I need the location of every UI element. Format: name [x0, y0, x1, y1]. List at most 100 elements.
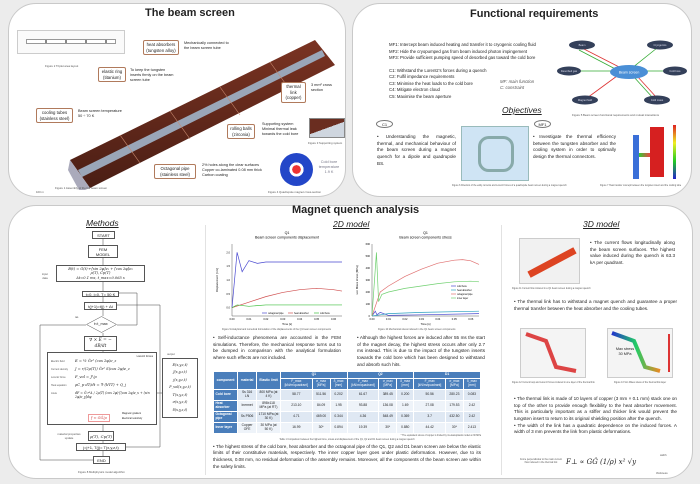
fig4-caption: Figure 4 Quadrupole magnet cross-section [268, 190, 322, 194]
bullet-icon: • [533, 134, 540, 139]
bullet-text: The width of the link has a quadratic de… [514, 422, 677, 435]
table-cell: 44.42 [413, 421, 446, 434]
flow-output-label: output [167, 352, 175, 356]
current-flow-figure [519, 238, 580, 284]
diagram-center-label: Beam screen [619, 71, 640, 75]
x-tick-label: 0.01 [386, 317, 392, 321]
objective-mf1-text: • Investigate the thermal efficiency bet… [533, 134, 616, 161]
note-heat-absorbers: Mechanically connected to the beam scree… [184, 41, 229, 50]
callout-cooling-tubes: cooling tubes (stainless steel) [36, 108, 73, 124]
y-tick-label: 300 [366, 278, 371, 282]
chart-subtitle: Beam screen components stress [399, 236, 452, 240]
x-tick-label: 0.00 [369, 317, 375, 321]
eq-label: Joule [51, 392, 57, 395]
series-line-heat-absorber [231, 287, 343, 309]
table-subheader: σ_max [MPa] [378, 378, 398, 391]
x-tick-label: 0.05 [314, 317, 320, 321]
fig9-caption: Figure 9 Analytical and numerical formul… [222, 328, 331, 331]
table-cell: 30* [445, 421, 464, 434]
table-group-header: D1 [413, 371, 481, 380]
bullet-icon: • [213, 335, 218, 340]
diagram-node: Cryogenics [654, 43, 668, 47]
fig3-caption: Figure 3 Supporting system [308, 141, 343, 145]
bullet-icon: • [357, 335, 360, 340]
x-tick-label: 0.04 [297, 317, 303, 321]
table-cell: 30* [378, 421, 398, 434]
table-subheader: F_max [kN/m/quadrant] [413, 378, 446, 391]
flow-condition-label: t<t_max [94, 322, 108, 326]
flow-start: START [92, 231, 115, 239]
table-subheader: F_max [kN/m/quadrant] [279, 378, 313, 391]
fig6-caption: Figure 6 Direction of the eddy currents … [452, 185, 567, 187]
bullet-icon: • [377, 134, 386, 139]
table-cell: 0.083 [462, 389, 482, 402]
table-cell: 61.67 [346, 389, 380, 402]
abbreviation-legend: MF: main function C: constraint [500, 79, 534, 91]
flow-init: t=0, j=0, T= 50 K [82, 291, 119, 297]
x-tick-label: 0.02 [263, 317, 269, 321]
table-header: component [212, 371, 239, 391]
legend-background [450, 295, 477, 300]
table-cell: 898±118 MPa (at RT) [256, 400, 281, 412]
bullet-icon: • [514, 396, 517, 401]
table-subheader: F_max [kN/m/quadrant] [346, 378, 380, 391]
table-footnote: * The equivalent stress of copper is lim… [400, 434, 481, 437]
bullet-icon: • [590, 240, 595, 245]
main-functions-list: MF1: Intercept beam induced heating and … [389, 42, 536, 62]
table-cell: 30 MPa (at 50 K) [256, 421, 281, 434]
main-function-item: MF3: Provide sufficient pumping speed of… [389, 55, 536, 61]
table-cell: 2.42 [462, 400, 482, 412]
eq-label: Lorentz force [51, 376, 66, 379]
3d-bullet-width: • The width of the link has a quadratic … [514, 423, 677, 436]
current-loop-figure [520, 328, 586, 378]
x-tick-label: 0.03 [280, 317, 286, 321]
table-cell: 0.880 [396, 421, 415, 434]
fig8-caption: Figure 8 Multiphysics model algorithm [78, 470, 125, 474]
y-tick-label: 0.0 [226, 306, 230, 310]
table-cell: 0.344 [329, 411, 348, 423]
objective-mf1-body: Investigate the thermal efficiency betwe… [533, 134, 616, 159]
table-cell: 0.894 [329, 421, 348, 434]
fig7-caption: Figure 7 Heat transfer concept between t… [600, 185, 682, 187]
beam-screen-tube-image [68, 40, 335, 190]
fig13-caption: Figure 13 Von Mises stress of the therma… [614, 382, 667, 384]
von-mises-stress-figure: Max stress 30 MPa [607, 328, 673, 378]
fig12-caption: Figure 12 Current loop and Lorentz force… [512, 382, 595, 384]
table-subheader: δ_max [mm] [396, 378, 415, 391]
output-item: δ(x,y,z,t) [172, 407, 188, 412]
bullet-icon: • [213, 443, 216, 449]
table-cell: Copper OFE [237, 421, 258, 434]
diagram-node: Beam [579, 43, 586, 47]
flow-increment: j=j+1, T(j)= T(x,y,z,t) [76, 443, 126, 451]
series-line-heat-absorber [371, 310, 480, 317]
series-line-octagonal-pipe [231, 252, 342, 308]
table-cell: Cold bore [212, 389, 239, 402]
x-axis-label: Time [s] [282, 322, 292, 326]
3d-lower-bullets: • The thermal link is made of 10 layers … [514, 396, 677, 436]
heat-transfer-figure [630, 125, 678, 181]
table-cell: 0.202 [329, 389, 348, 402]
table-cell: 2.42 [462, 411, 482, 423]
functional-interaction-diagram: Beam screen Beam Cryogenics Desorbed gas… [557, 40, 687, 105]
constraint-item: C3: Minimise the heat loads to the cold … [389, 80, 473, 86]
table-cell: 84.09 [311, 400, 331, 412]
note-thermal-link: 3 mm² cross section [311, 83, 332, 92]
fig11-caption: Figure 11 Current flow induced in a Q1 b… [512, 288, 591, 290]
x-tick-label: 0.01 [246, 317, 252, 321]
column-divider [205, 225, 206, 475]
bullet-text: The thermal link is made of 10 layers of… [514, 396, 677, 421]
table-cell: 1.69 [396, 400, 415, 412]
legend-label: cold bore [457, 285, 468, 288]
constraint-item: C5: Maximise the beam aperture [389, 93, 452, 99]
fig10-caption: Figure 10 Mechanical stress induced in t… [378, 328, 456, 331]
supporting-system-image [309, 118, 345, 138]
flowchart-connectors [39, 239, 162, 461]
magnet-quench-title: Magnet quench analysis [292, 204, 420, 216]
table-subheader: δ_max [mm] [329, 378, 348, 391]
objectives-title: Objectives [502, 105, 542, 115]
table-cell: 0.200 [396, 389, 415, 402]
table-cell: 800 MPa (at 4 K) [256, 389, 281, 402]
table-cell: 0.369 [396, 411, 415, 423]
